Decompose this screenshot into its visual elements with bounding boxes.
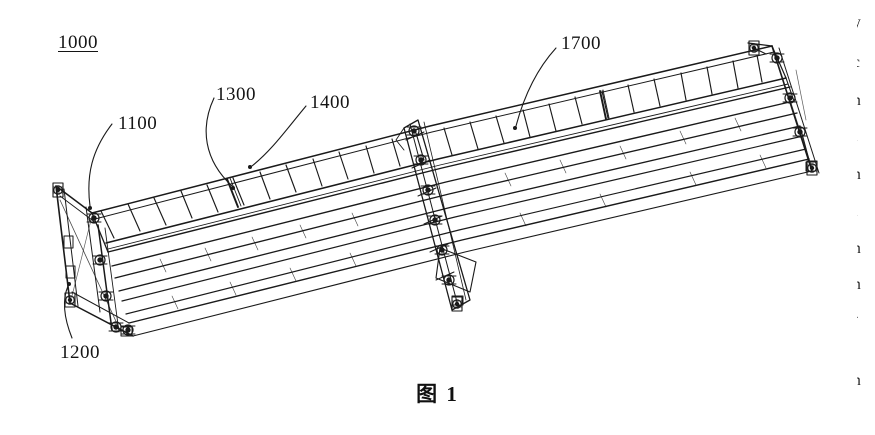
reference-numeral-1300: 1300 — [216, 84, 256, 105]
edge-text-fragment: · — [857, 340, 858, 358]
edge-text-fragment: - — [857, 308, 858, 326]
reference-numeral-1100: 1100 — [118, 113, 158, 134]
reference-numeral-1200: 1200 — [60, 342, 100, 363]
edge-text-fragment: h — [857, 92, 861, 110]
reference-numeral-1000: 1000 — [58, 32, 98, 53]
edge-text-fragment: y — [857, 14, 861, 32]
reference-numeral-1700: 1700 — [561, 33, 601, 54]
figure-caption: 图 1 — [416, 382, 459, 406]
reference-numeral-1400: 1400 — [310, 92, 350, 113]
clipped-text-column: y c h t h t h h - · h — [857, 0, 875, 435]
edge-text-fragment: h — [857, 166, 861, 184]
edge-text-fragment: h — [857, 372, 861, 390]
edge-text-fragment: c — [857, 54, 860, 72]
edge-text-fragment: h — [857, 240, 861, 258]
edge-text-fragment: h — [857, 276, 861, 294]
